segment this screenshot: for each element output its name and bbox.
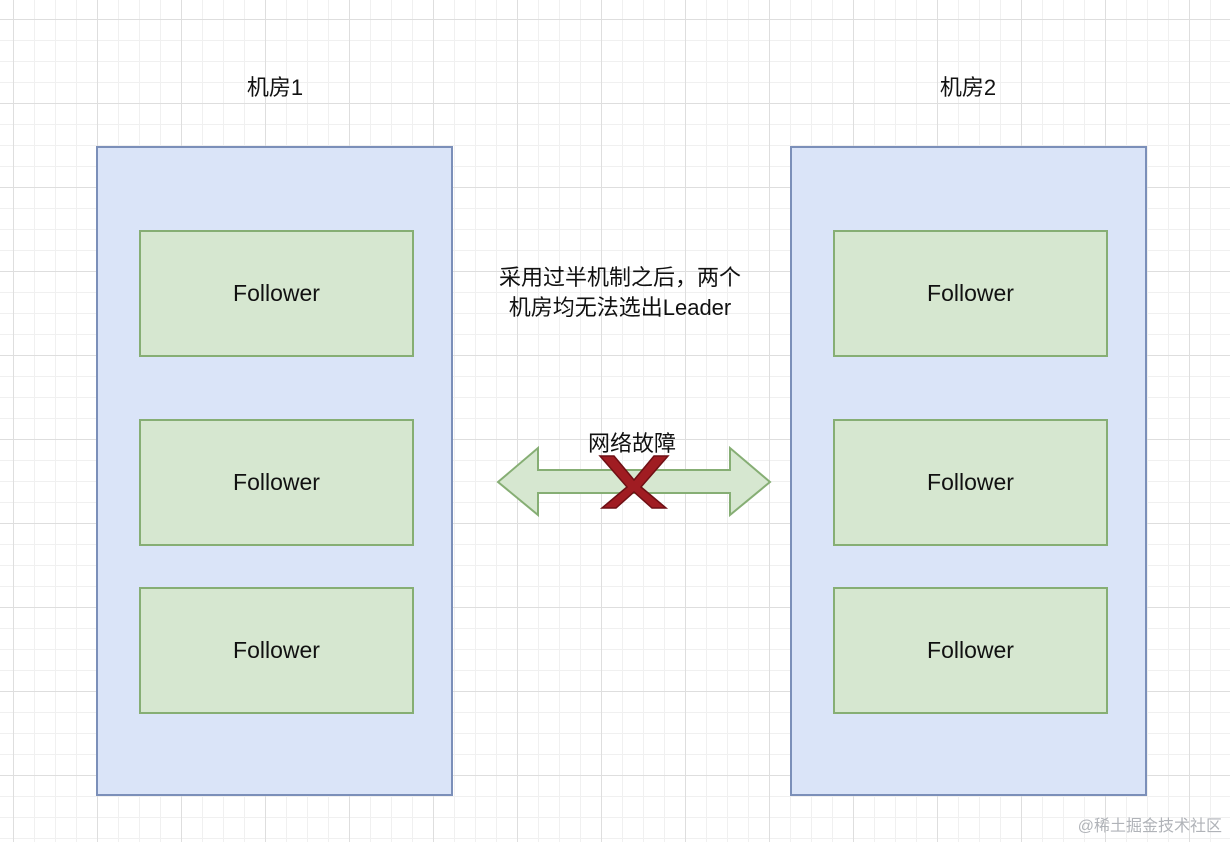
note-line-2: 机房均无法选出Leader (508, 295, 732, 320)
watermark: @稀土掘金技术社区 (1077, 818, 1222, 835)
x-cross-icon (598, 455, 670, 509)
follower-node: Follower (139, 587, 414, 714)
follower-node: Follower (139, 419, 414, 546)
follower-node: Follower (833, 419, 1108, 546)
bidirectional-arrow (496, 445, 772, 518)
follower-node: Follower (139, 230, 414, 357)
explanation-note: 采用过半机制之后，两个 机房均无法选出Leader (470, 263, 770, 323)
room-1-title: 机房1 (246, 75, 304, 100)
follower-node: Follower (833, 587, 1108, 714)
network-fault-label: 网络故障 (587, 431, 676, 456)
note-line-1: 采用过半机制之后，两个 (498, 265, 741, 290)
room-1-container: Follower Follower Follower (96, 146, 453, 796)
room-2-title: 机房2 (939, 75, 997, 100)
follower-node: Follower (833, 230, 1108, 357)
room-2-container: Follower Follower Follower (790, 146, 1147, 796)
